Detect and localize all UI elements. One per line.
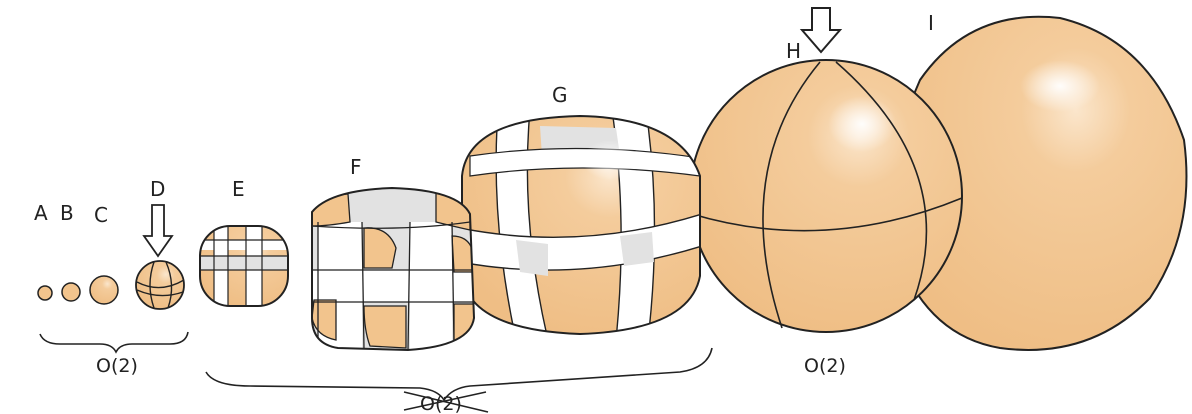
sphere-a	[38, 286, 52, 300]
cube-g	[460, 110, 702, 340]
bracket-left	[40, 332, 188, 352]
highlight	[828, 96, 896, 152]
label-g: G	[552, 83, 568, 107]
cube-e	[196, 220, 292, 312]
arrow-down-icon	[144, 205, 172, 256]
bracket-right-label: O(2)	[804, 355, 846, 377]
label-e: E	[232, 177, 245, 201]
sphere-d	[136, 261, 184, 309]
sphere-h	[690, 60, 962, 332]
label-a: A	[34, 201, 48, 225]
label-i: I	[928, 11, 934, 35]
highlight	[582, 140, 638, 180]
label-h: H	[786, 39, 801, 63]
highlight	[1020, 60, 1100, 112]
label-f: F	[350, 155, 362, 179]
bracket-middle-label-group: O(2)	[404, 392, 488, 414]
sphere-b	[62, 283, 80, 301]
cube-f	[310, 188, 476, 352]
label-b: B	[60, 201, 74, 225]
label-c: C	[94, 203, 108, 227]
arrow-down-icon	[802, 8, 840, 52]
label-d: D	[150, 177, 165, 201]
bracket-left-label: O(2)	[96, 355, 138, 377]
sphere-c	[90, 276, 118, 304]
